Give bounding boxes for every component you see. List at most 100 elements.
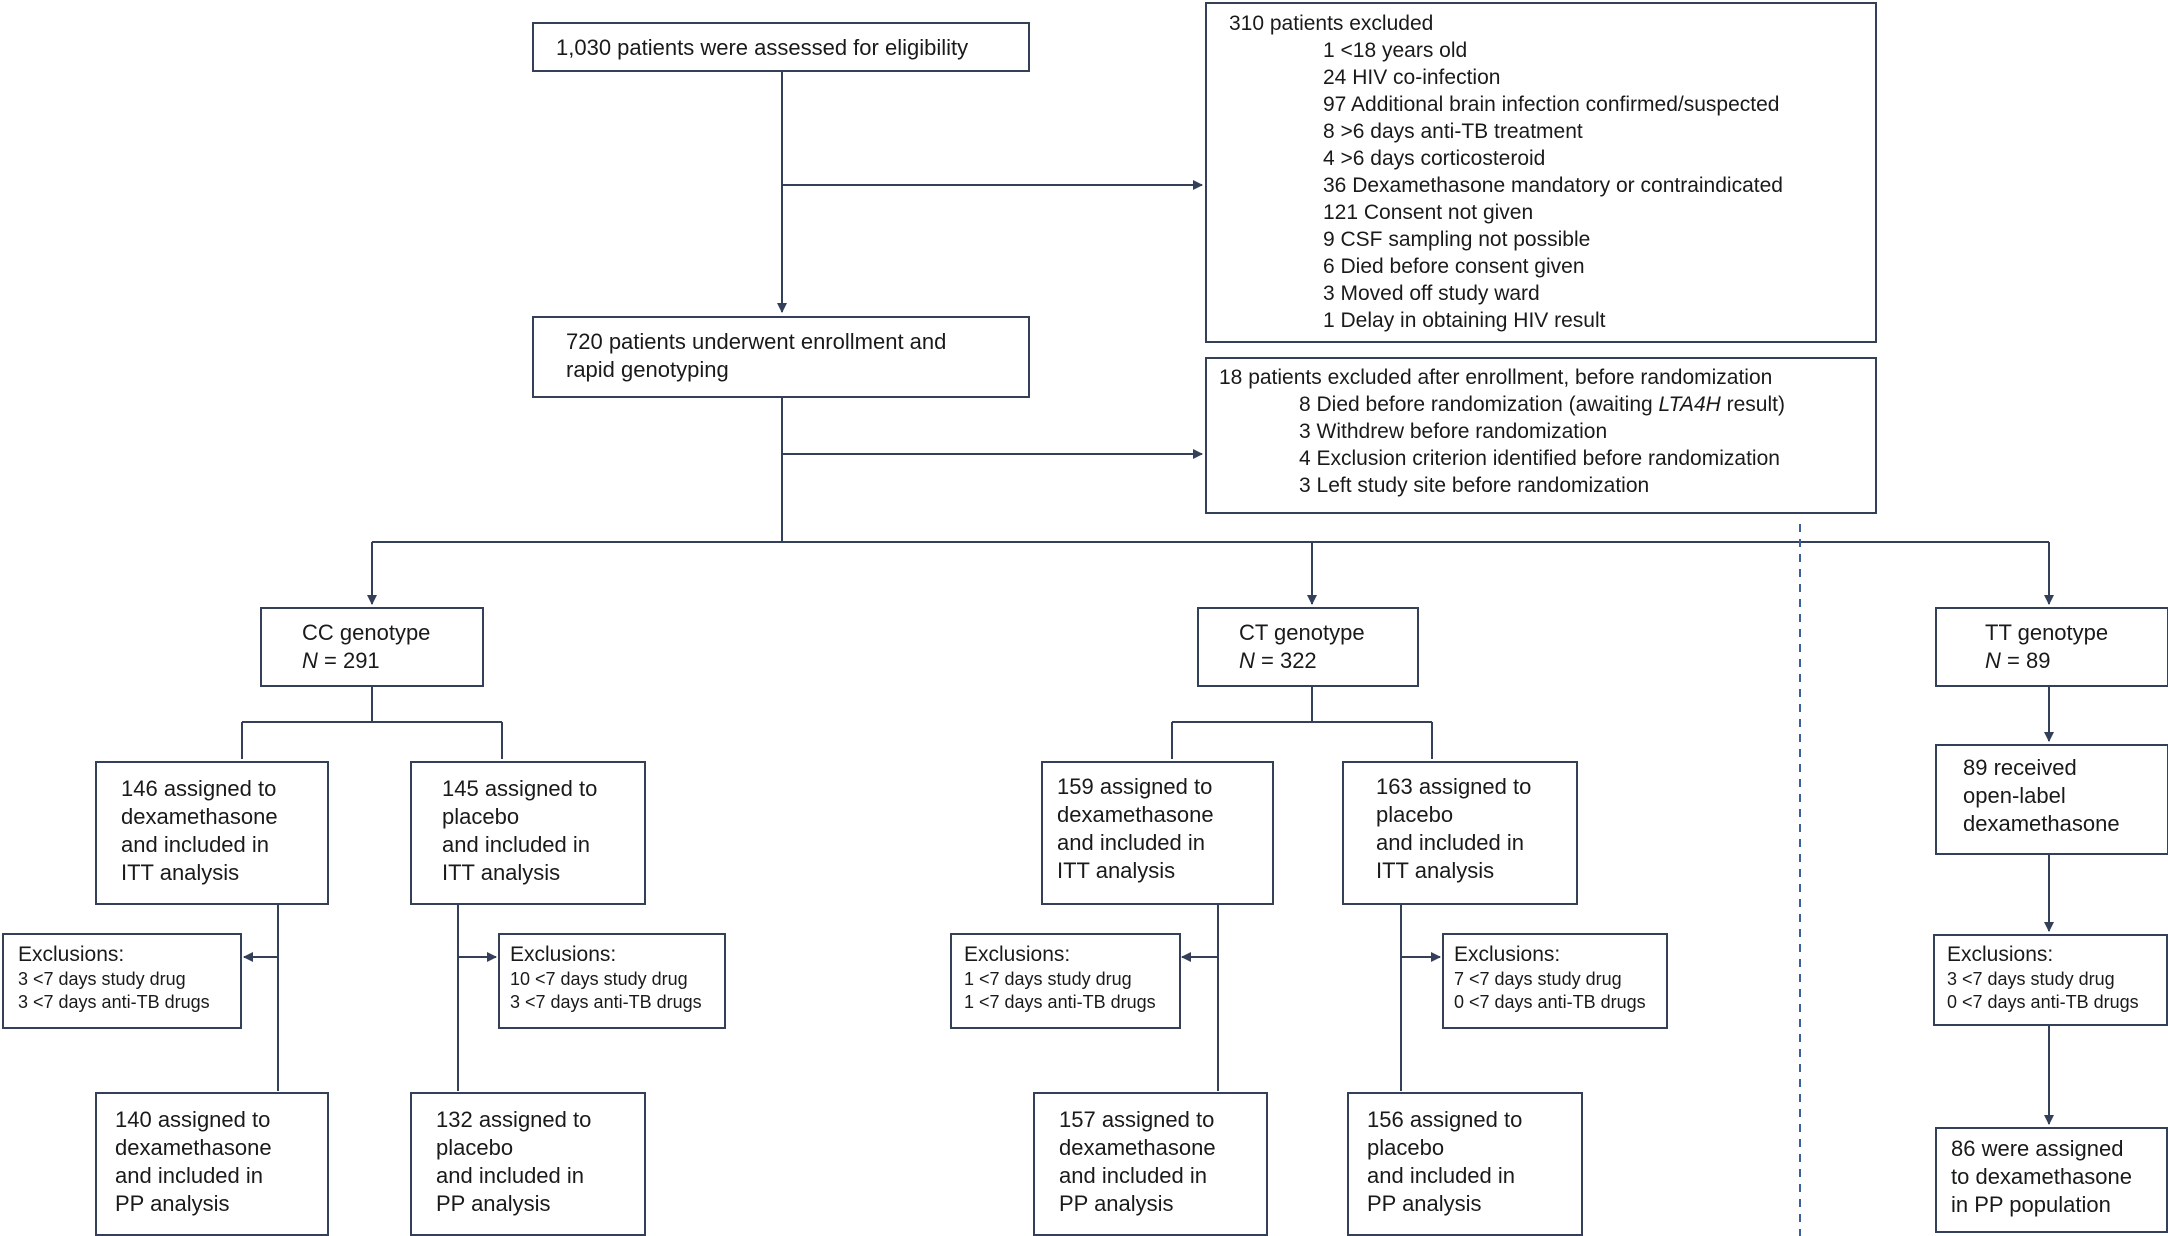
- ct-dex-exclusions-box: Exclusions: 1 <7 days study drug 1 <7 da…: [950, 933, 1181, 1029]
- genotype-name: CC genotype: [302, 620, 431, 645]
- box-line: dexamethasone: [1963, 811, 2120, 836]
- excluded-after-item: 4 Exclusion criterion identified before …: [1299, 447, 1780, 470]
- exclusions-title: Exclusions:: [1947, 943, 2054, 966]
- box-line: ITT analysis: [121, 860, 240, 885]
- excluded-after-item: 8 Died before randomization (awaiting LT…: [1299, 393, 1785, 416]
- box-line: 86 were assigned: [1951, 1136, 2124, 1161]
- box-line: dexamethasone: [1057, 802, 1214, 827]
- box-line: ITT analysis: [1376, 858, 1495, 883]
- tt-exclusions-box: Exclusions: 3 <7 days study drug 0 <7 da…: [1933, 934, 2168, 1026]
- exclusions-title: Exclusions:: [510, 943, 617, 966]
- box-line: 146 assigned to: [121, 776, 277, 801]
- box-line: 156 assigned to: [1367, 1107, 1523, 1132]
- genotype-n: N = 322: [1239, 648, 1317, 673]
- excluded-title: 310 patients excluded: [1229, 12, 1434, 35]
- excluded-item: 97 Additional brain infection confirmed/…: [1323, 93, 1780, 116]
- box-line: placebo: [1376, 802, 1454, 827]
- excluded-item: 8 >6 days anti-TB treatment: [1323, 120, 1583, 143]
- box-line: placebo: [442, 804, 520, 829]
- excluded-item: 121 Consent not given: [1323, 201, 1534, 224]
- box-line: 140 assigned to: [115, 1107, 271, 1132]
- box-line: ITT analysis: [442, 860, 561, 885]
- exclusions-title: Exclusions:: [18, 943, 125, 966]
- exclusions-title: Exclusions:: [1454, 943, 1561, 966]
- excluded-after-box: 18 patients excluded after enrollment, b…: [1205, 357, 1877, 514]
- box-line: 132 assigned to: [436, 1107, 592, 1132]
- excluded-item: 1 <18 years old: [1323, 39, 1468, 62]
- box-line: 159 assigned to: [1057, 774, 1213, 799]
- tt-open-label-box: 89 received open-label dexamethasone: [1935, 744, 2168, 855]
- box-line: and included in: [436, 1163, 585, 1188]
- box-line: ITT analysis: [1057, 858, 1176, 883]
- box-line: 157 assigned to: [1059, 1107, 1215, 1132]
- cc-placebo-itt-box: 145 assigned to placebo and included in …: [410, 761, 646, 905]
- box-line: placebo: [1367, 1135, 1445, 1160]
- assessed-text: 1,030 patients were assessed for eligibi…: [556, 35, 969, 60]
- box-line: and included in: [115, 1163, 264, 1188]
- exclusion-item: 0 <7 days anti-TB drugs: [1947, 992, 2139, 1012]
- tt-genotype-box: TT genotype N = 89: [1935, 607, 2168, 687]
- box-line: PP analysis: [1367, 1191, 1482, 1216]
- cc-dex-pp-box: 140 assigned to dexamethasone and includ…: [95, 1092, 329, 1236]
- box-line: and included in: [1057, 830, 1206, 855]
- ct-placebo-pp-box: 156 assigned to placebo and included in …: [1347, 1092, 1583, 1236]
- box-line: PP analysis: [436, 1191, 551, 1216]
- box-line: 89 received: [1963, 755, 2077, 780]
- box-line: and included in: [1367, 1163, 1516, 1188]
- cc-placebo-exclusions-box: Exclusions: 10 <7 days study drug 3 <7 d…: [498, 933, 726, 1029]
- tt-pp-box: 86 were assigned to dexamethasone in PP …: [1935, 1127, 2168, 1233]
- ct-genotype-box: CT genotype N = 322: [1197, 607, 1419, 687]
- ct-dex-itt-box: 159 assigned to dexamethasone and includ…: [1041, 761, 1274, 905]
- exclusion-item: 3 <7 days study drug: [18, 969, 186, 989]
- excluded-after-title: 18 patients excluded after enrollment, b…: [1219, 366, 1773, 389]
- excluded-item: 3 Moved off study ward: [1323, 282, 1540, 305]
- excluded-item: 9 CSF sampling not possible: [1323, 228, 1591, 251]
- genotype-name: TT genotype: [1985, 620, 2109, 645]
- ct-placebo-itt-box: 163 assigned to placebo and included in …: [1342, 761, 1578, 905]
- exclusions-title: Exclusions:: [964, 943, 1071, 966]
- exclusion-item: 1 <7 days anti-TB drugs: [964, 992, 1156, 1012]
- excluded-item: 36 Dexamethasone mandatory or contraindi…: [1323, 174, 1783, 197]
- box-line: PP analysis: [115, 1191, 230, 1216]
- exclusion-item: 3 <7 days anti-TB drugs: [510, 992, 702, 1012]
- enrolled-line: rapid genotyping: [566, 357, 729, 382]
- box-line: and included in: [1376, 830, 1525, 855]
- gene-name: LTA4H: [1658, 393, 1721, 416]
- cc-dex-exclusions-box: Exclusions: 3 <7 days study drug 3 <7 da…: [2, 933, 242, 1029]
- genotype-n: N = 89: [1985, 648, 2051, 673]
- box-line: and included in: [1059, 1163, 1208, 1188]
- box-line: placebo: [436, 1135, 514, 1160]
- genotype-name: CT genotype: [1239, 620, 1365, 645]
- genotype-n: N = 291: [302, 648, 380, 673]
- box-line: 163 assigned to: [1376, 774, 1532, 799]
- assessed-box: 1,030 patients were assessed for eligibi…: [532, 22, 1030, 72]
- exclusion-item: 3 <7 days study drug: [1947, 969, 2115, 989]
- excluded-box: 310 patients excluded 1 <18 years old 24…: [1205, 2, 1877, 343]
- box-line: to dexamethasone: [1951, 1164, 2133, 1189]
- box-line: dexamethasone: [115, 1135, 272, 1160]
- box-line: 145 assigned to: [442, 776, 598, 801]
- excluded-item: 1 Delay in obtaining HIV result: [1323, 309, 1606, 332]
- enrolled-line: 720 patients underwent enrollment and: [566, 329, 947, 354]
- box-line: open-label: [1963, 783, 2066, 808]
- box-line: and included in: [121, 832, 270, 857]
- exclusion-item: 1 <7 days study drug: [964, 969, 1132, 989]
- ct-dex-pp-box: 157 assigned to dexamethasone and includ…: [1033, 1092, 1268, 1236]
- box-line: in PP population: [1951, 1192, 2111, 1217]
- enrolled-box: 720 patients underwent enrollment and ra…: [532, 316, 1030, 398]
- exclusion-item: 3 <7 days anti-TB drugs: [18, 992, 210, 1012]
- exclusion-item: 0 <7 days anti-TB drugs: [1454, 992, 1646, 1012]
- cc-placebo-pp-box: 132 assigned to placebo and included in …: [410, 1092, 646, 1236]
- exclusion-item: 7 <7 days study drug: [1454, 969, 1622, 989]
- ct-placebo-exclusions-box: Exclusions: 7 <7 days study drug 0 <7 da…: [1442, 933, 1668, 1029]
- box-line: dexamethasone: [1059, 1135, 1216, 1160]
- cc-dex-itt-box: 146 assigned to dexamethasone and includ…: [95, 761, 329, 905]
- excluded-item: 24 HIV co-infection: [1323, 66, 1501, 89]
- excluded-item: 4 >6 days corticosteroid: [1323, 147, 1546, 170]
- excluded-after-item: 3 Left study site before randomization: [1299, 474, 1650, 497]
- box-line: dexamethasone: [121, 804, 278, 829]
- box-line: PP analysis: [1059, 1191, 1174, 1216]
- box-line: and included in: [442, 832, 591, 857]
